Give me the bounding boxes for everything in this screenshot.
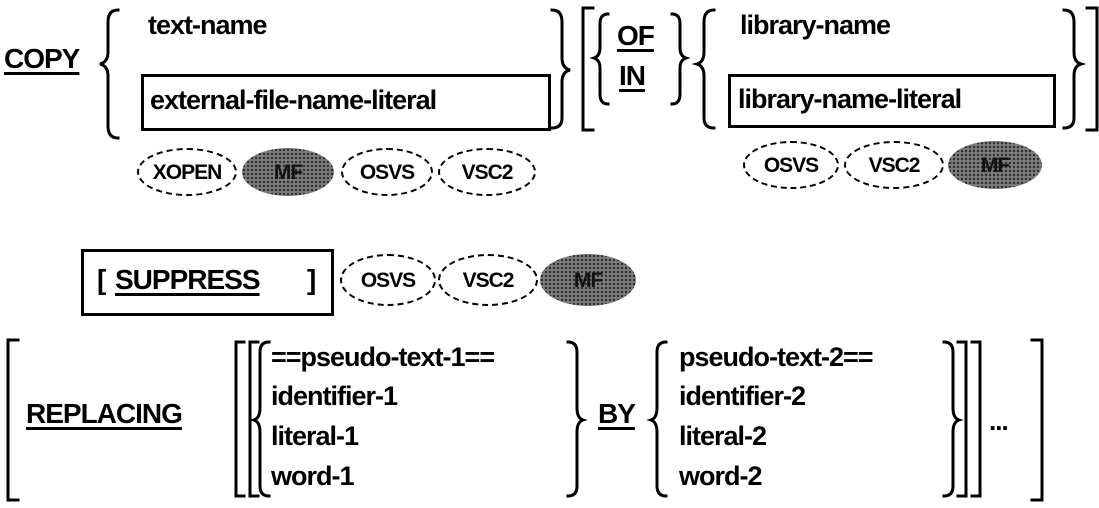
- dialect-badge-mf: MF: [242, 148, 334, 196]
- replacing-operand: word-1: [271, 461, 355, 491]
- left-double-bracket-outer: [234, 340, 246, 498]
- left-brace-of-in: [589, 12, 610, 106]
- suppress-open-bracket: [: [97, 264, 106, 295]
- repeat-ellipsis: ...: [989, 406, 1009, 436]
- dialect-badge-vsc2-suppress: VSC2: [438, 254, 538, 306]
- by-operand: literal-2: [679, 421, 767, 451]
- right-brace-library-name: [1062, 8, 1087, 130]
- replacing-operand: ==pseudo-text-1==: [271, 342, 495, 372]
- left-bracket-of-in-clause: [581, 6, 595, 132]
- right-brace-replacing-operands: [566, 340, 588, 498]
- left-brace-replacing-operands: [249, 340, 271, 498]
- library-name-literal-box: [728, 74, 1056, 128]
- library-name-operand: library-name: [740, 10, 891, 40]
- left-bracket-replacing-clause: [6, 338, 20, 502]
- library-name-literal-operand: library-name-literal: [738, 84, 962, 114]
- dialect-badge-osvs: OSVS: [341, 148, 433, 196]
- external-file-name-literal-operand: external-file-name-literal: [150, 85, 437, 115]
- right-double-bracket-inner: [956, 340, 968, 498]
- replacing-operand: literal-1: [271, 421, 359, 451]
- suppress-close-bracket: ]: [307, 264, 316, 295]
- text-name-operand: text-name: [148, 10, 268, 40]
- suppress-clause-box: [81, 249, 334, 316]
- dialect-badge-osvs-suppress: OSVS: [340, 254, 436, 306]
- dialect-badge-vsc2: VSC2: [438, 148, 536, 196]
- by-operand: identifier-2: [679, 381, 806, 411]
- copy-keyword: COPY: [4, 43, 80, 74]
- replacing-keyword: REPLACING: [26, 398, 183, 429]
- right-double-bracket-outer: [970, 340, 982, 498]
- replacing-operand: identifier-1: [271, 381, 398, 411]
- right-brace-of-in: [670, 12, 691, 106]
- by-operand: word-2: [679, 461, 763, 491]
- left-brace-library-name: [691, 8, 716, 130]
- right-brace-by-operands: [942, 340, 964, 498]
- dialect-badge-xopen: XOPEN: [137, 148, 237, 196]
- right-bracket-of-in-clause: [1085, 6, 1099, 132]
- by-keyword: BY: [598, 398, 636, 429]
- by-operand: pseudo-text-2==: [679, 342, 874, 372]
- of-keyword: OF: [617, 20, 655, 51]
- left-double-bracket-inner: [248, 340, 260, 498]
- suppress-keyword: SUPPRESS: [115, 264, 260, 295]
- dialect-badge-mf-suppress: MF: [540, 254, 636, 306]
- right-bracket-replacing-clause: [1030, 338, 1044, 502]
- left-brace-by-operands: [646, 340, 668, 498]
- left-brace-text-name: [99, 8, 120, 140]
- external-file-name-literal-box: [141, 74, 551, 131]
- dialect-badge-osvs-library: OSVS: [743, 141, 839, 189]
- right-brace-text-name: [550, 8, 571, 130]
- in-keyword: IN: [619, 60, 646, 91]
- dialect-badge-mf-library: MF: [948, 141, 1042, 189]
- dialect-badge-vsc2-library: VSC2: [844, 141, 944, 189]
